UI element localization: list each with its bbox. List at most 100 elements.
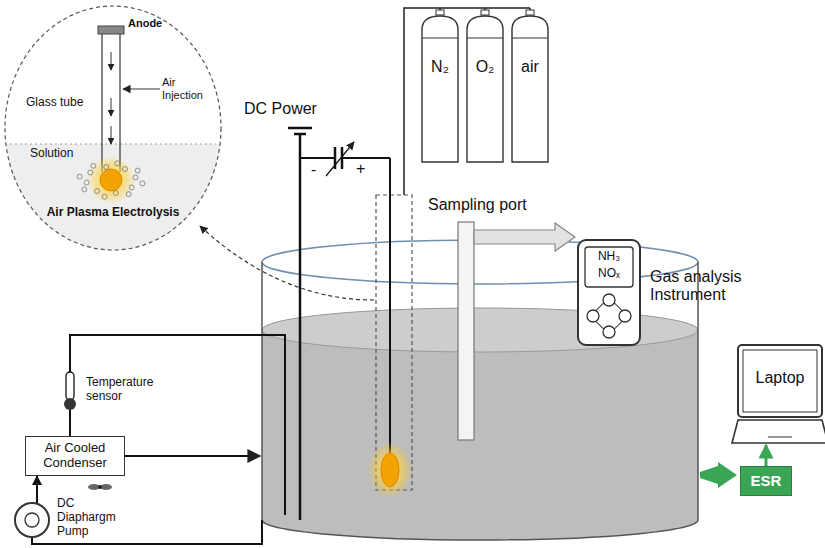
gas-cylinder: air — [512, 14, 548, 162]
gas-cylinder-text: O₂ — [476, 58, 495, 76]
bubble — [95, 188, 100, 193]
cylinder-valve — [526, 10, 534, 15]
cylinder-band — [512, 38, 548, 39]
connector — [36, 476, 38, 503]
gas-cylinder-text: N₂ — [431, 58, 449, 76]
wire — [300, 157, 335, 159]
analyzer-button — [587, 310, 599, 322]
solution-area — [2, 144, 224, 254]
cathode-wire — [299, 134, 302, 520]
inset-circle-text: Air Plasma Electrolysis — [32, 206, 194, 220]
anode-wire — [389, 158, 391, 455]
gas-cylinder-text: air — [521, 58, 539, 76]
inset-circle: AnodeAir InjectionGlass tubeSolutionAir … — [2, 4, 224, 252]
cylinder-valve — [436, 10, 444, 15]
gas-analyzer-text: Gas analysis Instrument — [650, 268, 750, 305]
bubble — [82, 187, 87, 192]
bubble — [113, 191, 118, 196]
dc-source-symbol — [288, 127, 312, 130]
cylinder-body — [512, 16, 548, 162]
gas-analyzer: NH₃NOₓGas analysis Instrument — [578, 240, 640, 345]
bubble — [88, 170, 93, 175]
thermometer — [66, 372, 74, 400]
bubble — [135, 168, 140, 173]
anode-cap — [98, 26, 124, 34]
analyzer-button — [603, 294, 615, 306]
glass-tube-wall — [119, 34, 120, 172]
inset-circle-text: Anode — [128, 17, 188, 30]
bubble — [129, 185, 134, 190]
label: - — [311, 161, 316, 179]
laptop-screen — [738, 345, 822, 417]
esr-probe — [700, 462, 737, 488]
diaphragm-pump-outline — [15, 503, 49, 537]
beaker-wall — [261, 262, 263, 520]
inset-circle-text: Air Injection — [162, 76, 214, 101]
gas-line — [404, 8, 530, 195]
esr-box-text: ESR — [751, 472, 782, 489]
laptop: Laptop — [738, 345, 822, 445]
gas-cylinder: N₂ — [422, 14, 458, 162]
connector — [765, 445, 768, 466]
inset-circle-text: Solution — [30, 147, 90, 161]
analyzer-button — [619, 310, 631, 322]
gas-analyzer-text: NOₓ — [585, 267, 633, 281]
sampling-port — [458, 222, 474, 440]
label: Temperature sensor — [86, 376, 156, 404]
label: Sampling port — [428, 196, 527, 214]
laptop-outline — [738, 345, 822, 445]
inset-pointer — [200, 226, 374, 300]
condenser-box: Air Cooled Condenser — [25, 436, 125, 476]
flow-arrow — [111, 126, 112, 144]
bubble — [91, 163, 96, 168]
cylinder-band — [422, 38, 458, 39]
bubble — [140, 181, 145, 186]
cylinder-band — [467, 38, 503, 39]
pump-housing — [15, 503, 49, 537]
plasma-ball — [100, 169, 122, 191]
laptop-text: Laptop — [743, 369, 817, 387]
bubble — [84, 180, 89, 185]
gas-cylinder-outline — [422, 14, 458, 162]
label: DC Power — [244, 100, 317, 118]
flow-arrow — [111, 52, 112, 70]
return-line — [125, 455, 260, 457]
esr-box: ESR — [740, 466, 792, 496]
trackpad — [768, 437, 792, 438]
thermometer-bulb — [64, 398, 76, 410]
bubble — [115, 161, 120, 166]
cylinder-valve — [481, 10, 489, 15]
inset-outline — [5, 6, 221, 250]
gas-analyzer-text: NH₃ — [585, 250, 633, 264]
fan-hub — [98, 485, 102, 489]
solution-surface — [10, 144, 216, 145]
glass-tube-wall — [101, 34, 102, 172]
laptop-keyboard — [732, 420, 825, 443]
condenser-box-text: Air Cooled Condenser — [31, 441, 119, 471]
air-inlet-arrow — [123, 88, 160, 89]
cylinder-body — [467, 16, 503, 162]
wire — [342, 157, 390, 159]
sensor-wire — [69, 410, 71, 436]
inset-circle-text: Glass tube — [26, 96, 98, 110]
bubble — [104, 164, 109, 169]
bubble — [77, 174, 82, 179]
analyzer-body — [578, 240, 640, 345]
sensor-wire — [70, 335, 285, 515]
variable-arrow — [326, 142, 354, 176]
diaphragm-pump: DC Diaphargm Pump — [15, 503, 49, 537]
gas-cylinder-outline — [512, 14, 548, 162]
pump-rotor — [25, 513, 39, 527]
plasma-glow — [87, 156, 135, 204]
bubble — [126, 192, 131, 197]
plasma — [381, 453, 399, 487]
label: + — [356, 160, 365, 178]
analyzer-button — [603, 326, 615, 338]
plasma-glow — [368, 442, 412, 498]
gas-flow-arrow — [474, 223, 575, 251]
gas-cylinder: O₂ — [467, 14, 503, 162]
analyzer-screen — [585, 247, 633, 287]
beaker-bottom — [262, 520, 698, 540]
bubble — [102, 194, 107, 199]
